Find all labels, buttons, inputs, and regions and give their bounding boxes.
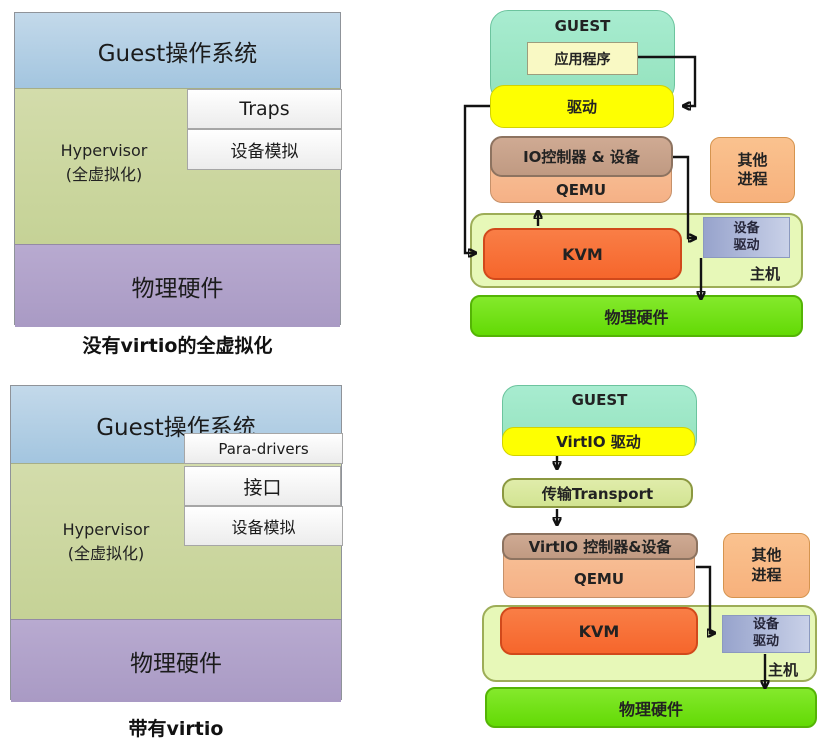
device-driver-box: 设备 驱动 <box>722 615 810 653</box>
device-driver-box: 设备 驱动 <box>703 217 790 258</box>
application-box: 应用程序 <box>527 42 638 75</box>
traps-box: Traps <box>187 89 342 129</box>
caption-full-virtualization: 没有virtio的全虚拟化 <box>82 335 273 357</box>
virtio-controller-device-box: VirtIO 控制器&设备 <box>502 533 698 560</box>
panel-virtio-stack: Guest操作系统 Hypervisor (全虚拟化) 物理硬件 Para-dr… <box>10 385 343 702</box>
caption-with-virtio: 带有virtio <box>128 718 224 740</box>
hardware-label: 物理硬件 <box>131 276 224 302</box>
guest-os-label: Guest操作系统 <box>97 40 258 67</box>
hypervisor-label: Hypervisor (全虚拟化) <box>62 520 150 563</box>
driver-box: 驱动 <box>490 85 674 128</box>
hardware-layer: 物理硬件 <box>15 244 340 327</box>
kvm-box: KVM <box>483 228 682 280</box>
host-label: 主机 <box>767 661 798 679</box>
para-drivers-box: Para-drivers <box>184 433 343 464</box>
device-emulation-box: 设备模拟 <box>187 129 342 170</box>
transport-box: 传输Transport <box>502 478 693 508</box>
other-process-box: 其他 进程 <box>723 533 810 598</box>
virtio-driver-box: VirtIO 驱动 <box>502 427 695 456</box>
physical-hardware-box: 物理硬件 <box>470 295 803 337</box>
guest-os-layer: Guest操作系统 <box>15 13 340 88</box>
hardware-layer: 物理硬件 <box>11 619 341 702</box>
kvm-box: KVM <box>500 607 698 655</box>
host-label: 主机 <box>749 265 780 283</box>
hypervisor-label: Hypervisor (全虚拟化) <box>60 141 148 184</box>
hardware-label: 物理硬件 <box>130 651 222 677</box>
physical-hardware-box: 物理硬件 <box>485 687 817 728</box>
other-process-box: 其他 进程 <box>710 137 795 203</box>
panel-full-virtualization-stack: Guest操作系统 Hypervisor (全虚拟化) 物理硬件 Traps 设… <box>14 12 342 327</box>
io-controller-device-box: IO控制器 & 设备 <box>490 136 673 177</box>
interface-box: 接口 <box>184 466 341 506</box>
device-emulation-box: 设备模拟 <box>184 506 343 546</box>
